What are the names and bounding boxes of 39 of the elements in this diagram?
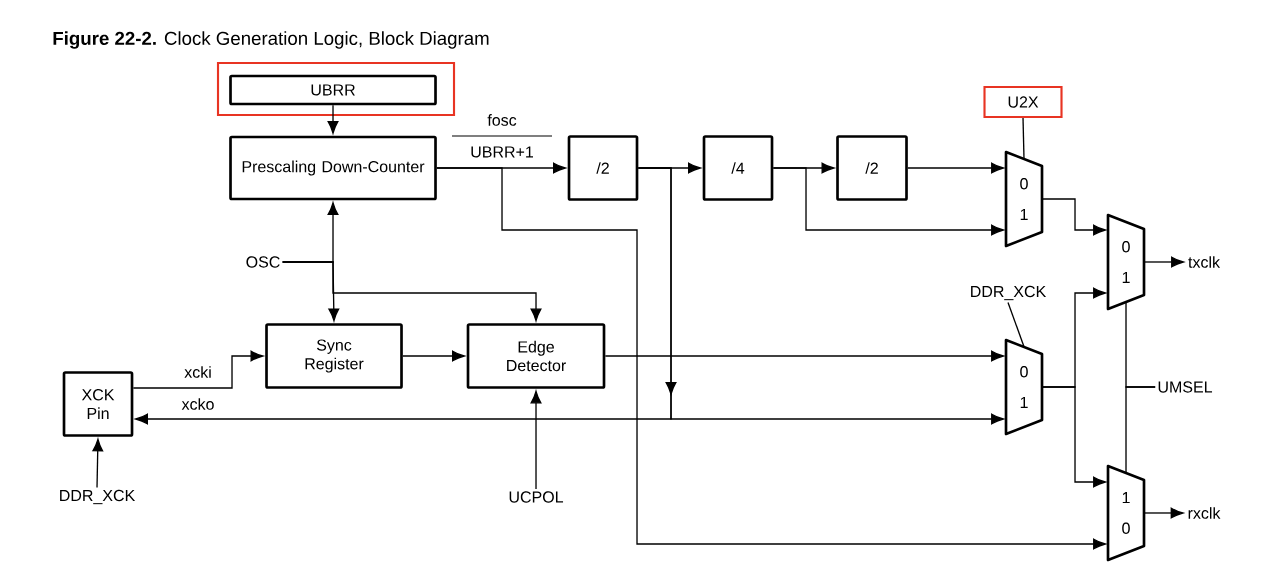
signal-label: UCPOL [509,491,564,503]
signal-label: UMSEL [1158,381,1213,393]
connector-line [281,261,542,322]
connector-line [1143,256,1184,268]
highlighted-box: U2X [983,85,1063,119]
block-box: Edge Detector [466,323,606,389]
figure-title: Figure 22-2. Clock Generation Logic, Block Diagram [53,31,489,49]
signal-label: OSC [246,256,280,268]
connector-line [92,438,104,489]
connector-line [604,350,1004,362]
connector-line [402,350,465,362]
connector-line [436,167,1106,550]
block-box: /2 [567,135,639,201]
block-box: XCK Pin [62,371,134,437]
block-box: /2 [836,135,908,201]
signal-label: DDR_XCK [60,489,136,505]
block-box: Sync Register [265,323,403,389]
signal-label: txclk [1188,256,1221,268]
edge-label: xcki [182,364,214,380]
connector-line [1143,507,1184,519]
connector-line [1007,301,1025,348]
block-box: Prescaling Down-Counter [229,135,437,201]
connector-line [772,167,1004,236]
connector-line [907,162,1004,174]
connector-line [132,350,264,389]
signal-label: rxclk [1188,507,1221,519]
connector-line [1041,386,1106,488]
block-box: UBRR [229,74,437,106]
edge-label: xcko [180,396,216,412]
connector-line [1041,198,1106,236]
block-box: /4 [702,135,774,201]
connector-line [1125,386,1156,474]
connector-line [530,390,542,490]
connector-line [327,104,339,134]
connector-line [637,167,1004,425]
signal-label: UBRR+1 [471,146,533,158]
connector-line [1022,117,1025,160]
signal-label: fosc [487,114,517,126]
signal-label: DDR_XCK [971,285,1047,301]
